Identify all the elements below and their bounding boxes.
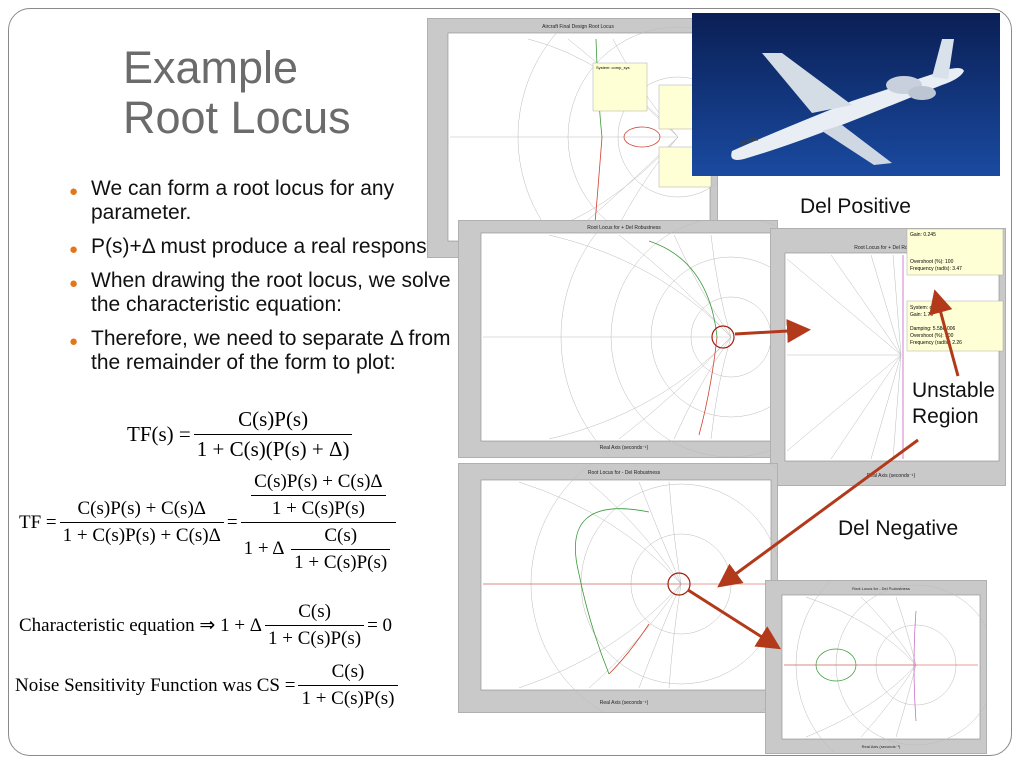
fraction-numerator: C(s)	[324, 525, 358, 546]
bullet-text: When drawing the root locus, we solve th…	[91, 269, 451, 316]
fraction-numerator: C(s)P(s)	[238, 407, 309, 431]
plot-title: Root Locus for + Del Robustness	[587, 225, 661, 231]
x-axis-label: Real Axis (seconds⁻¹)	[600, 445, 649, 451]
tf-equation: TF = C(s)P(s) + C(s)Δ 1 + C(s)P(s) + C(s…	[19, 471, 399, 574]
equals-sign: =	[226, 511, 238, 533]
fraction-denominator: 1 + C(s)(P(s) + Δ)	[193, 434, 353, 462]
bullet-dot-icon: ●	[69, 333, 79, 350]
fraction-denominator: 1 + C(s)P(s)	[298, 685, 398, 710]
title-line-2: Root Locus	[123, 92, 351, 143]
fraction: C(s)P(s) + C(s)Δ 1 + C(s)P(s)	[251, 471, 386, 520]
fraction-denominator: 1 + C(s)P(s)	[265, 625, 365, 650]
root-locus-plot-del-negative-zoom: Root Locus for - Del Robustness Real Axi…	[765, 580, 987, 754]
datatip-text: System: comp_sys	[596, 65, 630, 70]
x-axis-label: Real Axis (seconds⁻¹)	[862, 744, 901, 749]
fraction-numerator: C(s)	[298, 601, 331, 622]
slide-title: Example Root Locus	[123, 43, 351, 143]
equation-lhs: TF(s) =	[127, 422, 191, 446]
bullet-item: ● When drawing the root locus, we solve t…	[67, 269, 457, 317]
del-positive-label: Del Positive	[800, 195, 911, 218]
datatip-text: Gain: 1.76	[910, 312, 933, 318]
fraction-numerator: C(s)P(s) + C(s)Δ	[254, 471, 383, 492]
bullet-dot-icon: ●	[69, 183, 79, 200]
x-axis-label: Real Axis (seconds⁻¹)	[600, 700, 649, 706]
plot-title: Aircraft Final Design Root Locus	[542, 24, 614, 30]
bullet-dot-icon: ●	[69, 275, 79, 292]
datatip-text: Frequency (rad/s): 3.47	[910, 266, 962, 272]
compound-denominator: 1 + Δ C(s) 1 + C(s)P(s)	[240, 522, 397, 574]
compound-fraction: C(s)P(s) + C(s)Δ 1 + C(s)P(s) 1 + Δ C(s)…	[240, 471, 397, 574]
equation-label: Noise Sensitivity Function was CS =	[15, 674, 296, 696]
characteristic-equation: Characteristic equation ⇒ 1 + Δ C(s) 1 +…	[19, 601, 392, 650]
fraction: C(s) 1 + C(s)P(s)	[291, 525, 391, 574]
bullet-dot-icon: ●	[69, 241, 79, 258]
plot-title: Root Locus for + Del Robustness	[854, 245, 928, 251]
bullet-item: ● Therefore, we need to separate Δ from t…	[67, 327, 457, 375]
fraction: C(s)P(s) 1 + C(s)(P(s) + Δ)	[193, 407, 353, 462]
fraction: C(s)P(s) + C(s)Δ 1 + C(s)P(s) + C(s)Δ	[59, 498, 224, 547]
fraction-denominator: 1 + C(s)P(s)	[291, 549, 391, 574]
root-locus-plot-top: Aircraft Final Design Root Locus System:…	[427, 18, 718, 258]
title-line-1: Example	[123, 42, 299, 93]
datatip-text: Damping: 5.58e-006	[910, 326, 956, 332]
bullet-item: ● We can form a root locus for any parame…	[67, 177, 457, 225]
datatip-text: Overshoot (%): 100	[910, 333, 954, 339]
unstable-region-line-1: Unstable	[912, 379, 995, 402]
bullet-text: We can form a root locus for any paramet…	[91, 177, 395, 224]
root-locus-plot-del-positive-zoom: Root Locus for + Del Robustness Gain: 0.…	[770, 228, 1006, 486]
plot-title: Root Locus for - Del Robustness	[852, 586, 910, 591]
root-locus-plot-del-negative: Root Locus for - Del Robustness Real Axi…	[458, 463, 778, 713]
unstable-region-line-2: Region	[912, 405, 979, 428]
bullet-text: Therefore, we need to separate Δ from th…	[91, 327, 451, 374]
bullet-text: P(s)+Δ must produce a real response	[91, 235, 439, 258]
noise-sensitivity-equation: Noise Sensitivity Function was CS = C(s)…	[15, 661, 401, 710]
unstable-region-label: Unstable Region	[912, 378, 995, 430]
fraction: C(s) 1 + C(s)P(s)	[298, 661, 398, 710]
plot-title: Root Locus for - Del Robustness	[588, 470, 661, 476]
fraction-denominator: 1 + C(s)P(s)	[251, 495, 386, 520]
fraction-numerator: C(s)	[331, 661, 365, 682]
fraction: C(s) 1 + C(s)P(s)	[265, 601, 365, 650]
compound-numerator: C(s)P(s) + C(s)Δ 1 + C(s)P(s)	[241, 471, 397, 522]
fraction-numerator: C(s)P(s) + C(s)Δ	[77, 498, 207, 519]
del-negative-label: Del Negative	[838, 517, 959, 540]
bullet-item: ● P(s)+Δ must produce a real response	[67, 235, 457, 259]
x-axis-label: Real Axis (seconds⁻¹)	[867, 473, 916, 479]
equation-rhs: = 0	[367, 614, 393, 636]
fraction-denominator: 1 + C(s)P(s) + C(s)Δ	[59, 522, 224, 547]
inline-tf-equation: TF(s) = C(s)P(s) 1 + C(s)(P(s) + Δ)	[127, 407, 355, 462]
equation-label: Characteristic equation ⇒ 1 + Δ	[19, 615, 263, 636]
aircraft-photo	[692, 13, 1000, 176]
bullet-list: ● We can form a root locus for any parame…	[67, 177, 457, 385]
datatip-text: System: del	[910, 305, 936, 311]
datatip-text: Overshoot (%): 100	[910, 259, 954, 265]
denominator-prefix: 1 + Δ	[243, 537, 284, 559]
equation-lhs: TF =	[19, 511, 57, 533]
datatip-text: Gain: 0.245	[910, 232, 936, 238]
datatip-text: Frequency (rad/s): 2.26	[910, 340, 962, 346]
root-locus-plot-del-positive: Root Locus for + Del Robustness Real Axi…	[458, 220, 778, 458]
